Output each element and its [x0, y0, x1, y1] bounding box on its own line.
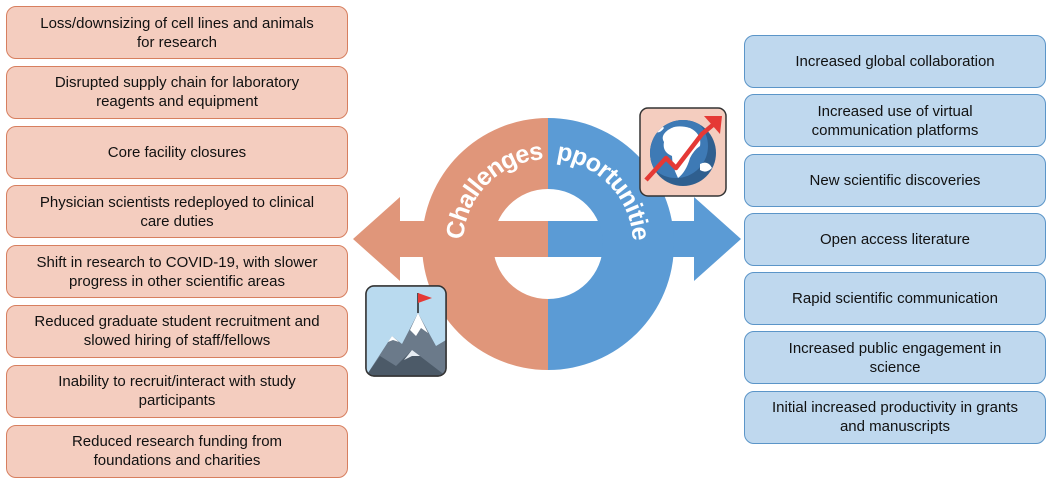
challenge-text: Shift in research to COVID-19, with slow… — [36, 253, 318, 290]
opportunity-box: New scientific discoveries — [744, 153, 1046, 207]
challenge-text: Inability to recruit/interact with study… — [58, 373, 296, 410]
challenge-box: Inability to recruit/interact with study… — [6, 364, 348, 418]
challenge-text: Loss/downsizing of cell lines and animal… — [40, 14, 314, 51]
challenge-text: Physician scientists redeployed to clini… — [39, 193, 315, 230]
opportunities-list: Increased global collaboration Increased… — [744, 35, 1046, 450]
challenge-text: Disrupted supply chain for laboratory re… — [54, 74, 300, 111]
challenges-ring-half — [422, 118, 548, 370]
opportunity-box: Open access literature — [744, 212, 1046, 266]
opportunity-box: Rapid scientific communication — [744, 272, 1046, 326]
challenge-box: Shift in research to COVID-19, with slow… — [6, 245, 348, 299]
challenge-box: Disrupted supply chain for laboratory re… — [6, 65, 348, 119]
opportunity-box: Initial increased productivity in grants… — [744, 390, 1046, 444]
opportunity-text: Increased global collaboration — [795, 53, 995, 70]
opportunity-text: Increased public engagement in science — [788, 339, 1002, 376]
opportunity-text: Initial increased productivity in grants… — [772, 399, 1018, 436]
challenges-list: Loss/downsizing of cell lines and animal… — [6, 6, 348, 484]
challenge-box: Core facility closures — [6, 125, 348, 179]
challenge-text: Core facility closures — [107, 143, 247, 161]
opportunity-text: Rapid scientific communication — [792, 290, 998, 308]
challenge-text: Reduced research funding from foundation… — [71, 433, 283, 470]
challenge-box: Reduced research funding from foundation… — [6, 424, 348, 478]
opportunity-box: Increased public engagement in science — [744, 331, 1046, 385]
globe-rising-trend-icon — [639, 107, 727, 197]
challenge-box: Physician scientists redeployed to clini… — [6, 185, 348, 239]
challenge-box: Loss/downsizing of cell lines and animal… — [6, 6, 348, 59]
opportunity-text: New scientific discoveries — [809, 171, 981, 189]
opportunity-text: Increased use of virtual communication p… — [811, 102, 979, 139]
mountain-summit-flag-icon — [365, 285, 447, 377]
opportunity-box: Increased use of virtual communication p… — [744, 94, 1046, 148]
challenge-text: Reduced graduate student recruitment and… — [34, 313, 320, 350]
opportunity-text: Open access literature — [819, 230, 971, 248]
challenge-box: Reduced graduate student recruitment and… — [6, 304, 348, 358]
opportunity-box: Increased global collaboration — [744, 35, 1046, 88]
